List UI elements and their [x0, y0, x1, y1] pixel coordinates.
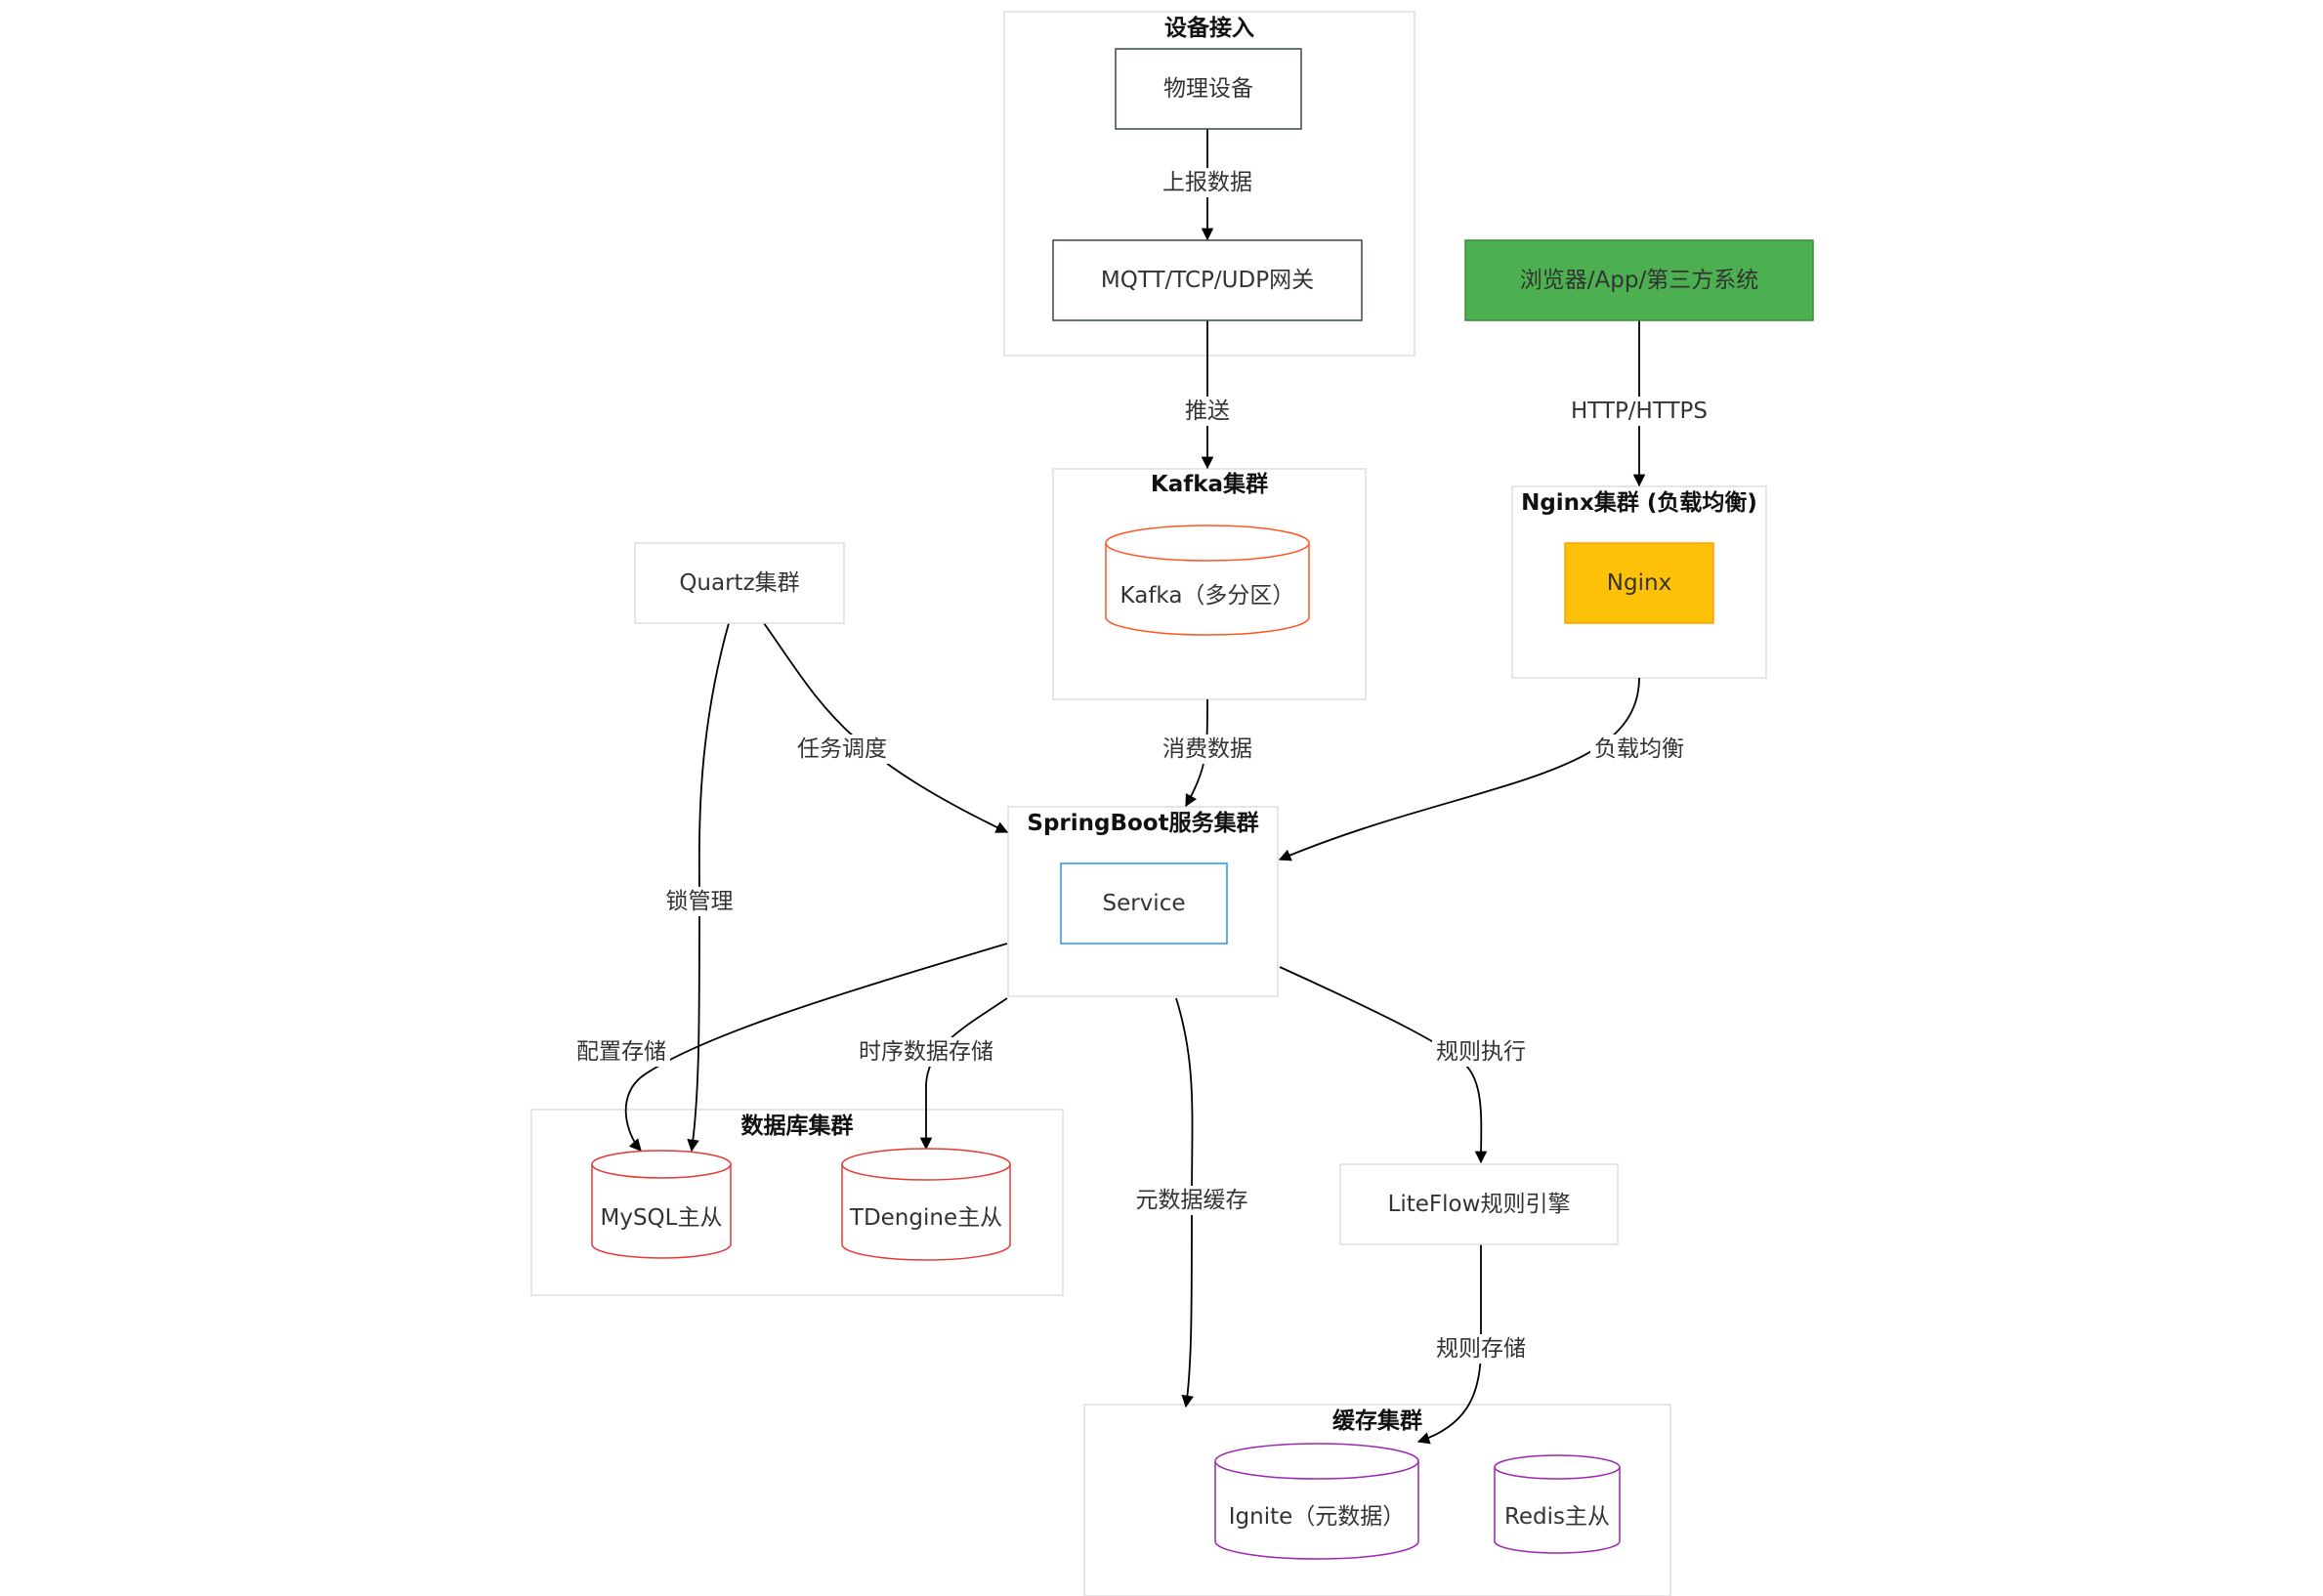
svg-text:浏览器/App/第三方系统: 浏览器/App/第三方系统	[1520, 268, 1758, 293]
node-client: 浏览器/App/第三方系统	[1464, 239, 1814, 321]
node-gateway: MQTT/TCP/UDP网关	[1052, 239, 1363, 321]
edge-label-schedule: 任务调度	[793, 735, 891, 764]
svg-text:负载均衡: 负载均衡	[1594, 736, 1684, 762]
svg-text:规则存储: 规则存储	[1436, 1336, 1526, 1362]
edge-label-ts-store: 时序数据存储	[852, 1037, 1000, 1067]
edge-labels: 上报数据 推送 HTTP/HTTPS 消费数据 负载均衡 任务调度 锁管理 配	[572, 168, 1711, 1364]
edge-config-store	[624, 943, 1008, 1152]
cluster-database-title: 数据库集群	[741, 1113, 854, 1139]
cluster-cache-title: 缓存集群	[1332, 1407, 1422, 1434]
edge-label-report: 上报数据	[1159, 168, 1256, 197]
edge-label-rule-exec: 规则执行	[1432, 1037, 1530, 1067]
edge-label-meta-cache: 元数据缓存	[1129, 1186, 1254, 1215]
edge-schedule	[763, 622, 1009, 833]
cluster-kafka-title: Kafka集群	[1151, 471, 1268, 497]
svg-text:Nginx: Nginx	[1607, 570, 1671, 596]
edge-label-consume: 消费数据	[1159, 735, 1256, 764]
node-quartz: Quartz集群	[634, 542, 845, 624]
svg-text:MQTT/TCP/UDP网关: MQTT/TCP/UDP网关	[1101, 268, 1314, 293]
node-mysql-cylinder: MySQL主从	[591, 1150, 732, 1259]
svg-text:配置存储: 配置存储	[576, 1039, 666, 1065]
svg-text:MySQL主从: MySQL主从	[601, 1205, 723, 1231]
edge-label-rule-store: 规则存储	[1432, 1334, 1530, 1364]
svg-text:Kafka（多分区）: Kafka（多分区）	[1120, 583, 1295, 609]
svg-text:Redis主从: Redis主从	[1504, 1504, 1610, 1530]
cluster-device-title: 设备接入	[1164, 15, 1254, 41]
svg-text:HTTP/HTTPS: HTTP/HTTPS	[1571, 399, 1708, 424]
node-service: Service	[1060, 862, 1228, 945]
svg-text:上报数据: 上报数据	[1162, 170, 1252, 195]
edge-label-loadbalance: 负载均衡	[1590, 735, 1688, 764]
edge-label-http: HTTP/HTTPS	[1567, 397, 1711, 426]
node-redis-cylinder: Redis主从	[1494, 1454, 1621, 1554]
edge-label-push: 推送	[1180, 397, 1235, 426]
svg-text:元数据缓存: 元数据缓存	[1136, 1188, 1248, 1213]
node-nginx: Nginx	[1564, 542, 1714, 624]
node-physical-device: 物理设备	[1115, 48, 1302, 130]
svg-text:LiteFlow规则引擎: LiteFlow规则引擎	[1388, 1192, 1571, 1217]
svg-text:Service: Service	[1102, 891, 1185, 916]
svg-text:锁管理: 锁管理	[666, 889, 734, 914]
node-tdengine-cylinder: TDengine主从	[841, 1148, 1011, 1261]
cluster-nginx-title: Nginx集群 (负载均衡)	[1521, 489, 1757, 516]
cluster-springboot-title: SpringBoot服务集群	[1027, 810, 1258, 836]
edge-label-lock: 锁管理	[660, 887, 739, 916]
svg-text:消费数据: 消费数据	[1162, 736, 1252, 762]
node-ignite-cylinder: Ignite（元数据）	[1214, 1443, 1419, 1560]
svg-text:规则执行: 规则执行	[1436, 1039, 1526, 1065]
svg-text:Quartz集群: Quartz集群	[679, 570, 799, 596]
svg-text:物理设备: 物理设备	[1163, 76, 1253, 102]
edge-label-config-store: 配置存储	[572, 1037, 670, 1067]
node-kafka-cylinder: Kafka（多分区）	[1105, 525, 1310, 636]
svg-text:Ignite（元数据）: Ignite（元数据）	[1229, 1504, 1406, 1530]
node-liteflow: LiteFlow规则引擎	[1339, 1163, 1619, 1245]
svg-text:任务调度: 任务调度	[797, 736, 887, 762]
svg-text:TDengine主从: TDengine主从	[849, 1205, 1002, 1231]
edge-loadbalance	[1278, 677, 1640, 861]
svg-text:推送: 推送	[1185, 399, 1230, 424]
svg-text:时序数据存储: 时序数据存储	[859, 1039, 993, 1065]
